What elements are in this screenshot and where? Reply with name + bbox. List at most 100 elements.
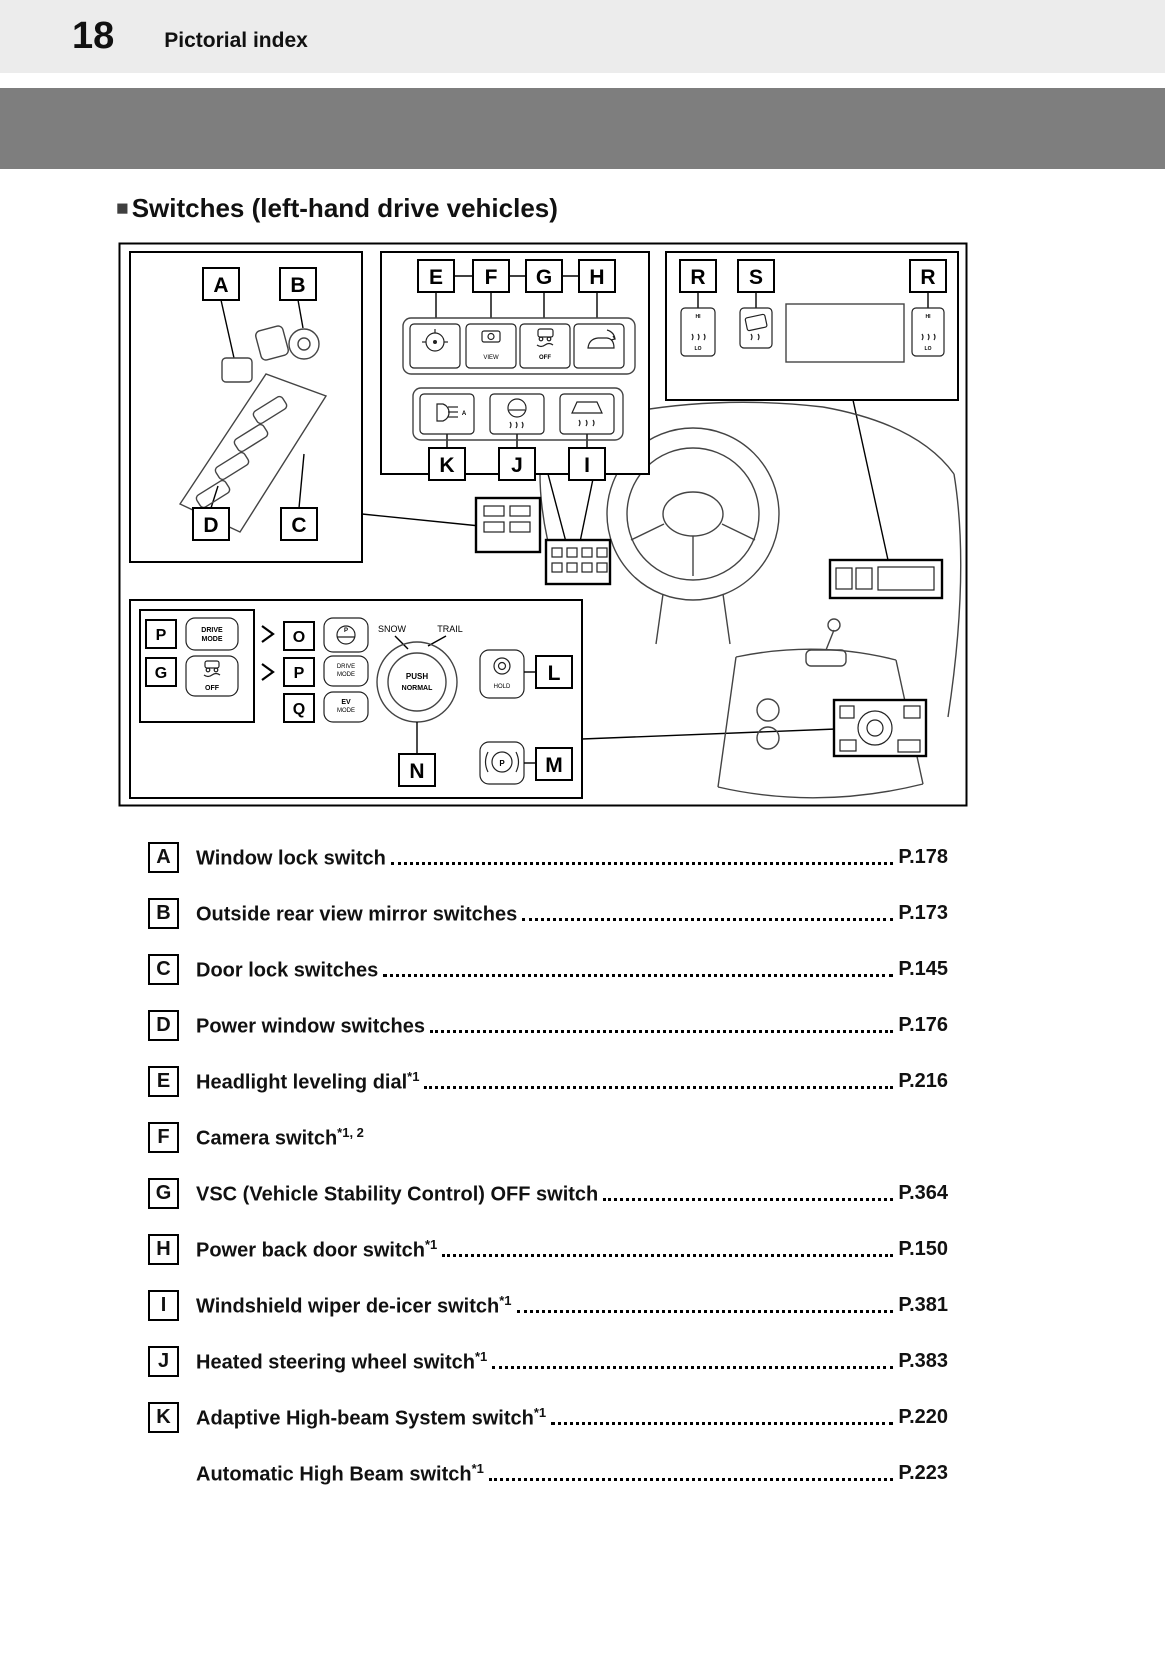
drive-mode-button: DRIVE MODE — [323, 655, 369, 687]
item-letter: E — [148, 1066, 179, 1097]
ev-mode-button: EV MODE — [323, 691, 369, 723]
item-page: P.150 — [898, 1238, 948, 1260]
callout-b: B — [279, 267, 317, 301]
item-page: P.216 — [898, 1070, 948, 1092]
section-heading: ■ Switches (left-hand drive vehicles) — [116, 193, 1165, 224]
center-console-switch-highlight — [828, 558, 944, 600]
item-letter: G — [148, 1178, 179, 1209]
camera-switch-icon: VIEW — [481, 330, 501, 361]
item-page: P.381 — [898, 1294, 948, 1316]
leader-dots — [603, 1198, 894, 1201]
item-page: P.176 — [898, 1014, 948, 1036]
svg-text:G: G — [536, 266, 552, 289]
callout-h: H — [578, 259, 616, 293]
svg-text:L: L — [548, 662, 561, 685]
svg-text:Q: Q — [293, 701, 305, 718]
callout-l: L — [535, 655, 573, 689]
callout-r1: R — [679, 259, 717, 293]
svg-text:K: K — [439, 454, 454, 477]
callout-p1: P — [145, 619, 177, 649]
svg-text:VIEW: VIEW — [483, 355, 499, 361]
item-text: Power back door switch*1 — [196, 1236, 438, 1262]
leader-dots — [383, 974, 894, 977]
item-page: P.223 — [898, 1462, 948, 1484]
item-text: Headlight leveling dial*1 — [196, 1068, 420, 1094]
svg-text:OFF: OFF — [539, 355, 551, 361]
index-row: E Headlight leveling dial*1 P.216 — [148, 1066, 948, 1097]
item-page: P.178 — [898, 846, 948, 868]
svg-text:A: A — [213, 274, 228, 297]
leader-dots — [551, 1422, 894, 1425]
callout-n: N — [398, 753, 436, 787]
leader-dots — [429, 1030, 894, 1033]
svg-text:LO: LO — [925, 346, 932, 352]
leader-dots — [390, 862, 894, 865]
index-row: I Windshield wiper de-icer switch*1 P.38… — [148, 1290, 948, 1321]
heater-switches-frame: HI LO HI LO R S R — [665, 251, 959, 401]
callout-e: E — [417, 259, 455, 293]
item-text: Window lock switch — [196, 847, 386, 870]
item-text: Door lock switches — [196, 959, 379, 982]
svg-text:HI: HI — [926, 314, 932, 320]
lower-console-switch-highlight — [832, 698, 928, 758]
callout-o: O — [283, 621, 315, 651]
item-text: VSC (Vehicle Stability Control) OFF swit… — [196, 1183, 599, 1206]
index-row: D Power window switches P.176 — [148, 1010, 948, 1041]
callout-g2: G — [145, 657, 177, 687]
svg-text:EV: EV — [341, 699, 351, 706]
svg-text:D: D — [203, 514, 218, 537]
door-panel-frame: A B D C — [129, 251, 363, 563]
section-band — [0, 88, 1165, 169]
svg-text:MODE: MODE — [337, 708, 355, 714]
index-row: A Window lock switch P.178 — [148, 842, 948, 873]
callout-i: I — [568, 447, 606, 481]
item-page: P.220 — [898, 1406, 948, 1428]
brake-hold-button: HOLD — [479, 649, 525, 699]
item-letter: D — [148, 1010, 179, 1041]
svg-text:H: H — [589, 266, 604, 289]
index-row: K Adaptive High-beam System switch*1 P.2… — [148, 1402, 948, 1433]
svg-text:J: J — [511, 454, 523, 477]
item-text: Outside rear view mirror switches — [196, 903, 518, 926]
svg-text:DRIVE: DRIVE — [201, 627, 223, 634]
callout-s: S — [737, 259, 775, 293]
leader-dots — [488, 1478, 894, 1481]
svg-text:P: P — [294, 665, 305, 682]
item-text: Windshield wiper de-icer switch*1 — [196, 1292, 512, 1318]
wiper-deicer-icon — [571, 401, 603, 427]
page-header: 18 Pictorial index — [0, 0, 1165, 73]
svg-text:M: M — [545, 754, 563, 777]
dashboard-art — [539, 401, 962, 799]
item-page: P.383 — [898, 1350, 948, 1372]
switches-diagram: A B D C VIEW — [118, 242, 968, 812]
index-row: G VSC (Vehicle Stability Control) OFF sw… — [148, 1178, 948, 1209]
callout-k: K — [428, 447, 466, 481]
svg-text:DRIVE: DRIVE — [337, 664, 355, 670]
index-row: Automatic High Beam switch*1 P.223 — [148, 1458, 948, 1489]
callout-a: A — [202, 267, 240, 301]
power-back-door-icon — [587, 329, 616, 349]
svg-text:HOLD: HOLD — [494, 684, 511, 690]
svg-text:P: P — [156, 627, 167, 644]
index-row: H Power back door switch*1 P.150 — [148, 1234, 948, 1265]
svg-text:S: S — [749, 266, 763, 289]
diagram-svg: A B D C VIEW — [118, 242, 968, 807]
chevron-right-icon — [261, 625, 275, 643]
ahs-switch-icon: A — [436, 403, 467, 422]
blank-console-slot — [785, 303, 905, 363]
index-row: F Camera switch*1, 2 — [148, 1122, 948, 1153]
svg-text:OFF: OFF — [205, 685, 220, 692]
svg-text:PUSH: PUSH — [406, 672, 428, 681]
drive-mode-frame: P DRIVE MODE G OFF O P P DRIVE MODE Q — [129, 599, 583, 799]
index-row: C Door lock switches P.145 — [148, 954, 948, 985]
callout-q: Q — [283, 693, 315, 723]
leader-dots — [442, 1254, 894, 1257]
index-row: B Outside rear view mirror switches P.17… — [148, 898, 948, 929]
svg-text:N: N — [409, 760, 424, 783]
item-text: Power window switches — [196, 1015, 425, 1038]
steering-assist-button: P — [323, 617, 369, 653]
callout-c: C — [280, 507, 318, 541]
svg-text:MODE: MODE — [202, 636, 223, 643]
heated-steering-icon — [507, 398, 527, 429]
item-text: Adaptive High-beam System switch*1 — [196, 1404, 547, 1430]
